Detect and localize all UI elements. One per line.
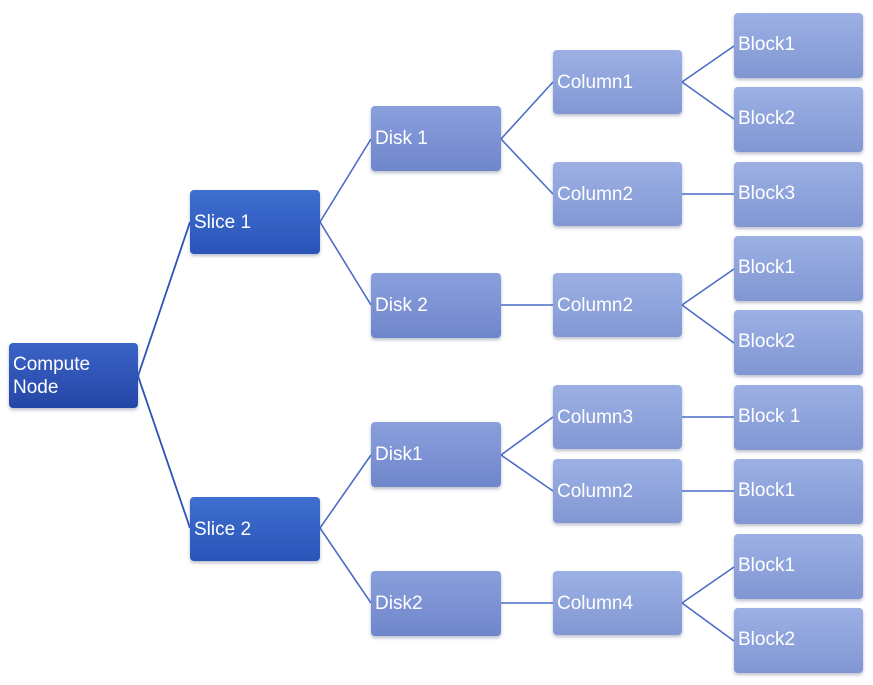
node-label: Disk 2 [375, 295, 428, 316]
node-disk-2: Disk 2 [371, 273, 501, 338]
node-label: Block1 [738, 555, 796, 576]
node-block-c2b-2: Block2 [734, 310, 863, 375]
node-column2-disk1: Column2 [553, 162, 682, 226]
node-slice-1: Slice 1 [190, 190, 320, 254]
node-label: Block3 [738, 183, 796, 204]
node-compute-node: Compute Node [9, 343, 138, 408]
edge-column1-block2 [681, 81, 735, 120]
node-label: Compute Node [13, 353, 91, 398]
node-disk1-slice2: Disk1 [371, 422, 501, 487]
edge-slice1-disk1 [319, 138, 372, 223]
node-column1: Column1 [553, 50, 682, 114]
node-label: Slice 1 [194, 211, 252, 233]
node-block-c2b-1: Block1 [734, 236, 863, 301]
node-column3: Column3 [553, 385, 682, 449]
node-column4: Column4 [553, 571, 682, 635]
node-label: Column4 [557, 592, 634, 614]
node-label: Block1 [738, 34, 796, 55]
node-block-c2-3: Block3 [734, 162, 863, 227]
node-label: Block1 [738, 480, 796, 501]
node-block-c1-2: Block2 [734, 87, 863, 152]
node-block-c1-1: Block1 [734, 13, 863, 78]
edge-disk1-column1 [500, 81, 554, 140]
node-label: Disk1 [375, 444, 423, 465]
node-block-c4-1: Block1 [734, 534, 863, 599]
edge-column4-block2 [681, 602, 735, 642]
edge-root-slice1 [137, 221, 191, 377]
node-label: Block2 [738, 331, 796, 352]
edge-root-slice2 [137, 375, 191, 529]
edge-column4-block1 [681, 566, 735, 604]
node-label: Disk2 [375, 593, 423, 614]
edge-slice2-disk1b [319, 454, 372, 529]
node-label: Block2 [738, 108, 796, 129]
edge-disk1b-column2 [500, 454, 554, 492]
node-block-c2c-1: Block1 [734, 459, 863, 524]
node-block-c3-1: Block 1 [734, 385, 863, 450]
node-label: Column2 [557, 480, 634, 502]
edge-column2b-block2 [681, 304, 735, 344]
node-disk-1: Disk 1 [371, 106, 501, 171]
node-label: Slice 2 [194, 518, 252, 540]
edge-disk1-column2 [500, 138, 554, 195]
node-column2-disk1-slice2: Column2 [553, 459, 682, 523]
node-column2-disk2: Column2 [553, 273, 682, 337]
node-disk2-slice2: Disk2 [371, 571, 501, 636]
node-label: Block2 [738, 629, 796, 650]
node-label: Column1 [557, 71, 634, 93]
node-label: Disk 1 [375, 128, 428, 149]
node-block-c4-2: Block2 [734, 608, 863, 673]
edge-column2b-block1 [681, 268, 735, 306]
node-slice-2: Slice 2 [190, 497, 320, 561]
edge-slice1-disk2 [319, 221, 372, 306]
edge-disk1b-column3 [500, 416, 554, 456]
node-label: Block1 [738, 257, 796, 278]
edge-slice2-disk2b [319, 527, 372, 604]
node-label: Column2 [557, 183, 634, 205]
node-label: Column3 [557, 406, 634, 428]
node-label: Block 1 [738, 406, 801, 427]
edge-column1-block1 [681, 45, 735, 83]
node-label: Column2 [557, 294, 634, 316]
